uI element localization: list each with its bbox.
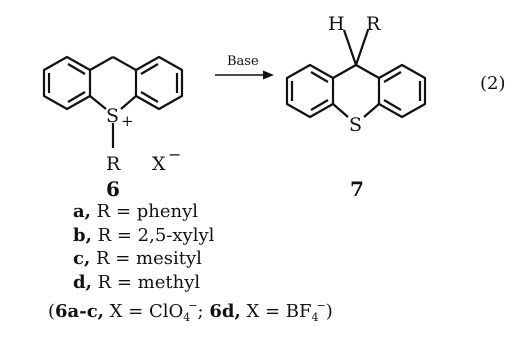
variant-item: d, R = methyl xyxy=(50,271,333,295)
product-number: 7 xyxy=(350,177,364,201)
reactant-number: 6 xyxy=(106,177,120,201)
product-sulfur-label: S xyxy=(349,114,362,136)
reactant-sulfur-label: S xyxy=(106,105,119,127)
variant-key: a, xyxy=(73,201,91,222)
product-c9-left-bond xyxy=(332,64,357,79)
reagent-label: Base xyxy=(227,54,259,69)
variant-text: R = phenyl xyxy=(96,201,199,222)
reaction-arrow xyxy=(215,70,274,80)
product-h-label: H xyxy=(328,13,345,35)
product-s-left-bond xyxy=(332,103,349,118)
note-bf4-charge: − xyxy=(316,299,326,312)
reactant-left-ring xyxy=(42,55,92,111)
variant-text: R = 2,5-xylyl xyxy=(97,224,215,246)
variant-item: b, R = 2,5-xylyl xyxy=(50,224,333,248)
note-separator: ; xyxy=(197,301,204,322)
variant-item: c, R = mesityl xyxy=(50,247,333,271)
reactant-right-ring xyxy=(134,55,184,111)
variant-key: d, xyxy=(73,271,92,293)
reactant-ch2-left-bond xyxy=(89,56,114,71)
variant-text: R = mesityl xyxy=(95,248,202,269)
product-right-ring xyxy=(377,63,427,119)
note-bf4-subscript: 4 xyxy=(311,311,319,324)
product-c9-right-bond xyxy=(355,64,380,79)
reactant-charge-label: + xyxy=(121,112,134,130)
reactant-structure xyxy=(42,55,184,148)
variant-list: a, R = phenyl b, R = 2,5-xylyl c, R = me… xyxy=(48,200,333,330)
note-open-paren: ( xyxy=(48,301,56,322)
counterion-charge-label: − xyxy=(168,145,181,164)
note-ref-6d: 6d, xyxy=(209,301,241,322)
note-clo4-charge: − xyxy=(188,299,198,312)
variant-text: R = methyl xyxy=(97,271,201,293)
variant-key: b, xyxy=(73,224,92,246)
note-clo4-subscript: 4 xyxy=(183,311,191,324)
counterion-note: (6a-c, X = ClO4−; 6d, X = BF4−) xyxy=(48,294,333,330)
counterion-label: X xyxy=(152,153,166,175)
product-c-h-bond xyxy=(342,29,358,66)
reactant-s-right-bond xyxy=(120,95,137,110)
note-close-paren: ) xyxy=(325,301,333,322)
note-bf4: X = BF xyxy=(246,301,312,322)
variant-key: c, xyxy=(73,248,91,269)
note-ref-6a-c: 6a-c, xyxy=(55,301,104,322)
product-c-r-bond xyxy=(354,29,370,66)
product-s-right-bond xyxy=(363,103,380,118)
reactant-ch2-right-bond xyxy=(112,56,137,71)
reactant-r-label: R xyxy=(106,153,121,175)
variant-item: a, R = phenyl xyxy=(50,200,333,224)
product-structure xyxy=(285,29,427,119)
product-left-ring xyxy=(285,63,335,119)
equation-number: (2) xyxy=(480,73,506,94)
reactant-s-left-bond xyxy=(89,95,107,110)
product-r-label: R xyxy=(366,13,381,35)
note-clo4: X = ClO xyxy=(109,301,184,322)
